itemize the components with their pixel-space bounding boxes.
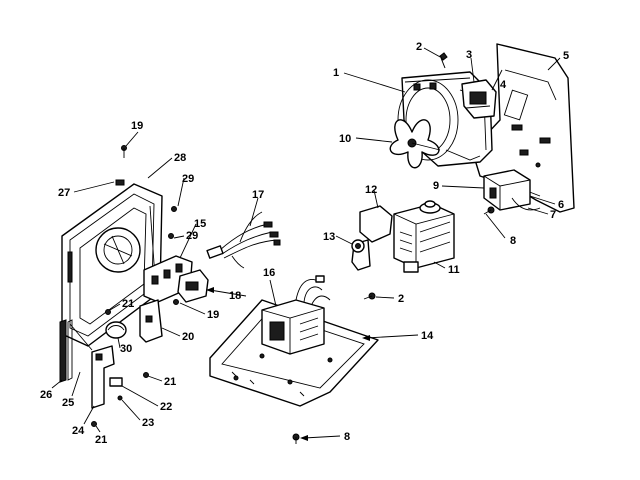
callout-labels: 1 2 3 4 5 10 9 6 7 8 12 13 11 2 14 16 8 …	[40, 41, 569, 446]
callout-21: 21	[122, 298, 134, 310]
callout-5: 5	[563, 50, 569, 62]
part-fan-motor	[483, 169, 541, 211]
callout-12: 12	[365, 184, 377, 196]
leader-lines	[51, 47, 561, 441]
callout-4: 4	[500, 79, 507, 91]
callout-7: 7	[550, 209, 556, 221]
callout-28: 28	[174, 152, 186, 164]
callout-26: 26	[40, 389, 52, 401]
callout-23: 23	[142, 417, 154, 429]
callout-19: 19	[131, 120, 143, 132]
part-lower-bracket	[59, 319, 123, 409]
callout-29-lower: 29	[186, 230, 198, 242]
callout-3: 3	[466, 49, 472, 61]
callout-19-lower: 19	[207, 309, 219, 321]
part-knob	[105, 321, 127, 339]
callout-24: 24	[72, 425, 85, 437]
callout-15: 15	[194, 218, 206, 230]
part-wire-harness	[206, 211, 281, 269]
callout-16: 16	[263, 267, 275, 279]
callout-30: 30	[120, 343, 132, 355]
screws	[91, 52, 495, 444]
callout-20: 20	[182, 331, 194, 343]
callout-6: 6	[558, 199, 564, 211]
callout-1: 1	[333, 67, 339, 79]
callout-14: 14	[421, 330, 434, 342]
callout-9: 9	[433, 180, 439, 192]
callout-2: 2	[416, 41, 422, 53]
part-magnetron	[393, 200, 455, 273]
callout-21-mid: 21	[164, 376, 176, 388]
callout-17: 17	[252, 189, 264, 201]
part-fan-blade	[389, 119, 441, 169]
part-motor-bracket	[461, 79, 497, 119]
part-transformer	[261, 275, 331, 355]
part-thermal-bracket	[351, 205, 393, 271]
callout-22: 22	[160, 401, 172, 413]
callout-27: 27	[58, 187, 70, 199]
callout-11: 11	[448, 264, 460, 276]
part-relay-board	[139, 299, 163, 343]
callout-2-lower: 2	[398, 293, 404, 305]
callout-13: 13	[323, 231, 335, 243]
callout-8: 8	[510, 235, 516, 247]
callout-10: 10	[339, 133, 351, 145]
part-interlock-switch	[177, 269, 209, 303]
callout-21-bottom: 21	[95, 434, 107, 446]
callout-25: 25	[62, 397, 74, 409]
callout-18: 18	[229, 290, 241, 302]
callout-29: 29	[182, 173, 194, 185]
callout-8-lower: 8	[344, 431, 350, 443]
